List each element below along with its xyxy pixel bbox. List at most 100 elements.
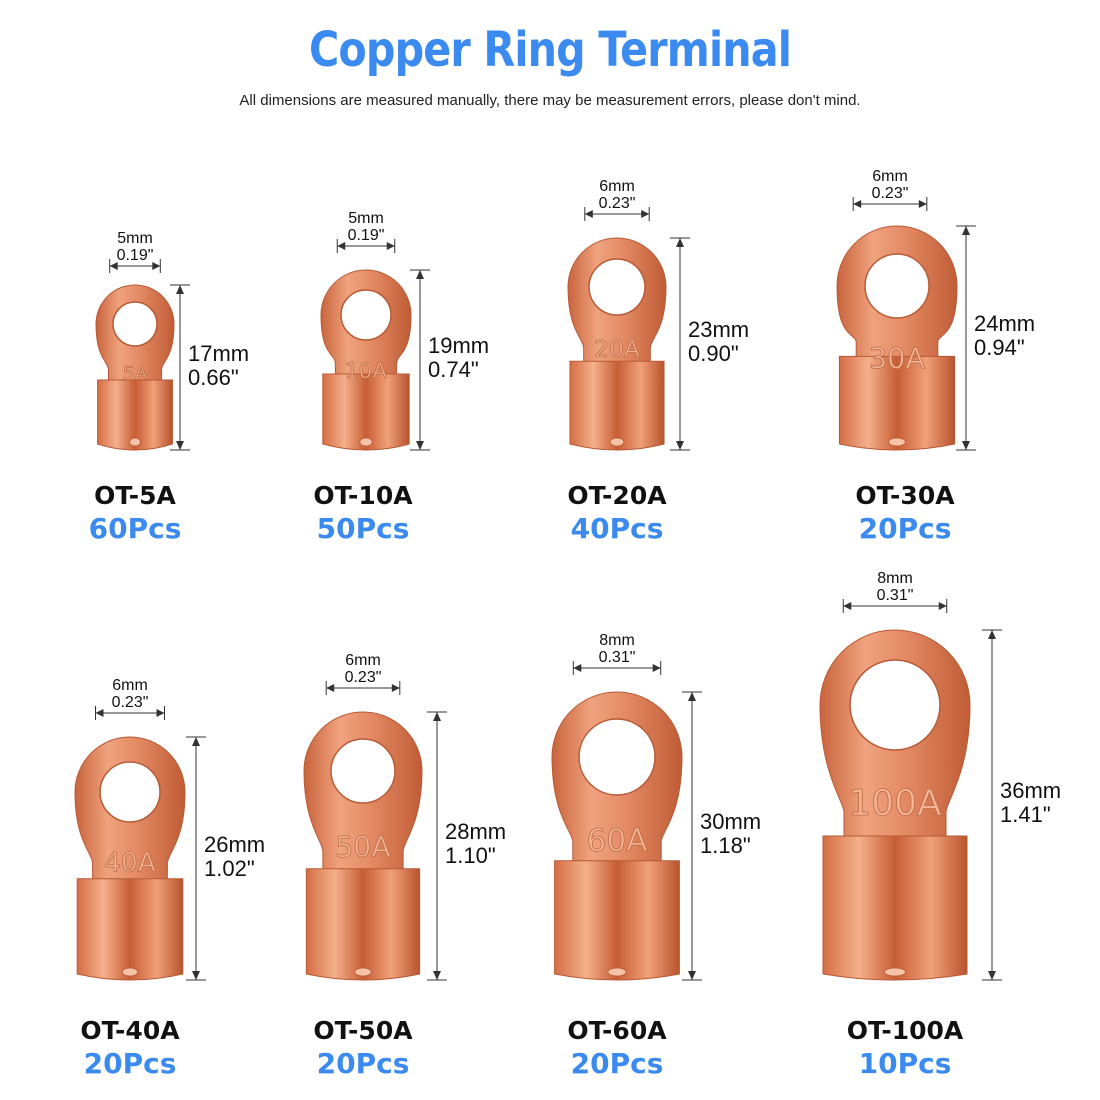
width-in: 0.23" bbox=[871, 185, 909, 202]
width-dimension-line bbox=[572, 661, 662, 675]
length-in: 1.10" bbox=[445, 843, 496, 868]
terminal-barrel bbox=[76, 878, 184, 981]
terminal-barrel bbox=[554, 860, 680, 981]
model-name: OT-50A bbox=[313, 1016, 413, 1045]
terminal-hole bbox=[330, 738, 396, 804]
terminal-stamp: 30A bbox=[869, 341, 926, 375]
piece-count: 10Pcs bbox=[858, 1047, 952, 1080]
piece-count: 20Pcs bbox=[316, 1047, 410, 1080]
model-name: OT-5A bbox=[94, 481, 176, 510]
model-name: OT-20A bbox=[567, 481, 667, 510]
terminal-crimp-dimple bbox=[129, 437, 141, 447]
terminal-crimp-dimple bbox=[121, 967, 139, 977]
terminal-barrel bbox=[569, 360, 665, 451]
piece-count: 50Pcs bbox=[316, 512, 410, 545]
page-subtitle: All dimensions are measured manually, th… bbox=[239, 92, 861, 109]
width-dimension-line bbox=[95, 706, 165, 720]
terminal-barrel bbox=[305, 868, 421, 981]
terminal-crimp-dimple bbox=[884, 967, 906, 977]
terminal-hole bbox=[578, 718, 656, 796]
length-mm: 23mm bbox=[688, 317, 750, 342]
width-in: 0.31" bbox=[876, 587, 914, 604]
terminal-stamp: 5A bbox=[123, 364, 148, 385]
model-name: OT-40A bbox=[80, 1016, 180, 1045]
width-dimension-line bbox=[325, 681, 401, 695]
length-dimension-line bbox=[956, 225, 976, 451]
piece-count: 20Pcs bbox=[83, 1047, 177, 1080]
terminal-crimp-dimple bbox=[888, 437, 906, 447]
terminal-crimp-dimple bbox=[609, 437, 625, 447]
terminal-hole bbox=[849, 659, 941, 751]
length-dimension-line bbox=[186, 736, 206, 981]
width-in: 0.31" bbox=[598, 649, 636, 666]
length-dimension-line bbox=[982, 629, 1002, 981]
terminal-hole bbox=[864, 253, 930, 319]
width-dimension-line bbox=[336, 239, 396, 253]
length-mm: 28mm bbox=[445, 819, 507, 844]
terminal-stamp: 20A bbox=[594, 335, 640, 363]
terminal-crimp-dimple bbox=[354, 967, 372, 977]
length-mm: 24mm bbox=[974, 311, 1036, 336]
length-dimension-line bbox=[427, 711, 447, 981]
piece-count: 20Pcs bbox=[858, 512, 952, 545]
length-mm: 30mm bbox=[700, 809, 762, 834]
length-mm: 26mm bbox=[204, 831, 266, 857]
terminal-stamp: 50A bbox=[335, 831, 391, 864]
model-name: OT-30A bbox=[855, 481, 955, 510]
width-mm: 6mm bbox=[872, 168, 908, 185]
terminal-stamp: 40A bbox=[104, 847, 156, 878]
terminal-crimp-dimple bbox=[359, 437, 373, 447]
length-mm: 17mm bbox=[188, 340, 250, 366]
model-name: OT-10A bbox=[313, 481, 413, 510]
length-in: 1.41" bbox=[1000, 802, 1051, 827]
length-in: 0.94" bbox=[974, 335, 1025, 360]
terminal-crimp-dimple bbox=[607, 967, 627, 977]
piece-count: 60Pcs bbox=[88, 512, 182, 545]
terminal-hole bbox=[340, 289, 392, 341]
width-in: 0.19" bbox=[347, 227, 385, 244]
length-dimension-line bbox=[682, 691, 702, 981]
terminal-hole bbox=[588, 258, 646, 316]
length-dimension-line bbox=[410, 269, 430, 451]
length-in: 1.02" bbox=[204, 855, 255, 881]
width-dimension-line bbox=[852, 197, 928, 211]
terminal-barrel bbox=[838, 355, 956, 451]
width-dimension-line bbox=[842, 599, 948, 613]
width-in: 0.19" bbox=[116, 247, 154, 264]
terminal-hole bbox=[112, 301, 158, 347]
width-mm: 5mm bbox=[117, 230, 153, 247]
terminal-barrel bbox=[822, 835, 968, 981]
length-in: 1.18" bbox=[700, 833, 751, 858]
width-mm: 6mm bbox=[599, 178, 635, 195]
width-in: 0.23" bbox=[598, 195, 636, 212]
piece-count: 40Pcs bbox=[570, 512, 664, 545]
page-title: Copper Ring Terminal bbox=[308, 22, 792, 78]
